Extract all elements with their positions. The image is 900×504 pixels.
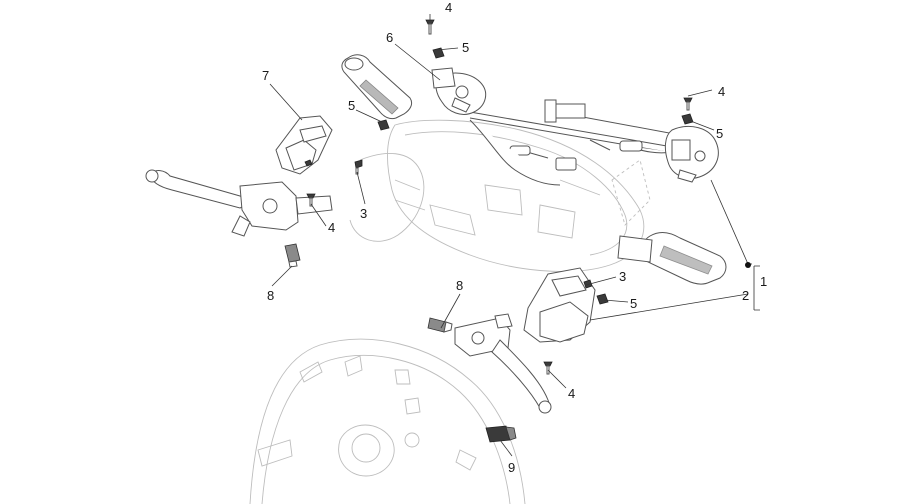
left-handgrip — [341, 54, 413, 120]
callout-8a: 8 — [267, 288, 274, 303]
hardware-screw-bottom — [543, 361, 553, 375]
right-switch-assembly — [664, 126, 719, 183]
hardware-screw-left — [354, 159, 363, 175]
callout-4d: 4 — [568, 386, 575, 401]
right-handgrip — [617, 231, 727, 285]
hardware-nut-top — [432, 47, 445, 59]
left-switch-assembly — [431, 67, 487, 115]
hardware-nut-mid — [596, 293, 609, 305]
hardware-nut-right — [681, 113, 694, 125]
lower-handlebar-cover — [523, 267, 596, 343]
callout-4c: 4 — [328, 220, 335, 235]
callout-2: 2 — [742, 288, 749, 303]
callout-4b: 4 — [718, 84, 725, 99]
switch-cables — [469, 99, 691, 186]
right-brake-lever — [454, 313, 552, 414]
stop-switch-left — [284, 243, 301, 268]
callout-5c: 5 — [716, 126, 723, 141]
callout-5a: 5 — [462, 40, 469, 55]
callout-5b: 5 — [348, 98, 355, 113]
callout-8b: 8 — [456, 278, 463, 293]
hardware-screw-top — [425, 19, 435, 35]
front-shield-outline — [249, 338, 526, 504]
upper-handlebar-cover — [275, 115, 333, 175]
callout-4a: 4 — [445, 0, 452, 15]
stop-switch-right — [427, 317, 453, 333]
left-brake-lever — [145, 169, 333, 237]
assembly-dot — [745, 262, 751, 268]
callout-9: 9 — [508, 460, 515, 475]
callout-labels: 1 2 3 3 4 4 4 4 5 5 5 5 6 7 8 8 9 — [262, 0, 767, 475]
callout-5d: 5 — [630, 296, 637, 311]
callout-7: 7 — [262, 68, 269, 83]
leader-lines — [269, 14, 760, 457]
callout-3b: 3 — [619, 269, 626, 284]
callout-1: 1 — [760, 274, 767, 289]
hardware-screw-right — [683, 97, 693, 111]
hardware-nut-left — [377, 119, 390, 131]
callout-3a: 3 — [360, 206, 367, 221]
hardware-screw-mid — [583, 279, 593, 289]
callout-6: 6 — [386, 30, 393, 45]
switch-part-9 — [485, 425, 517, 443]
